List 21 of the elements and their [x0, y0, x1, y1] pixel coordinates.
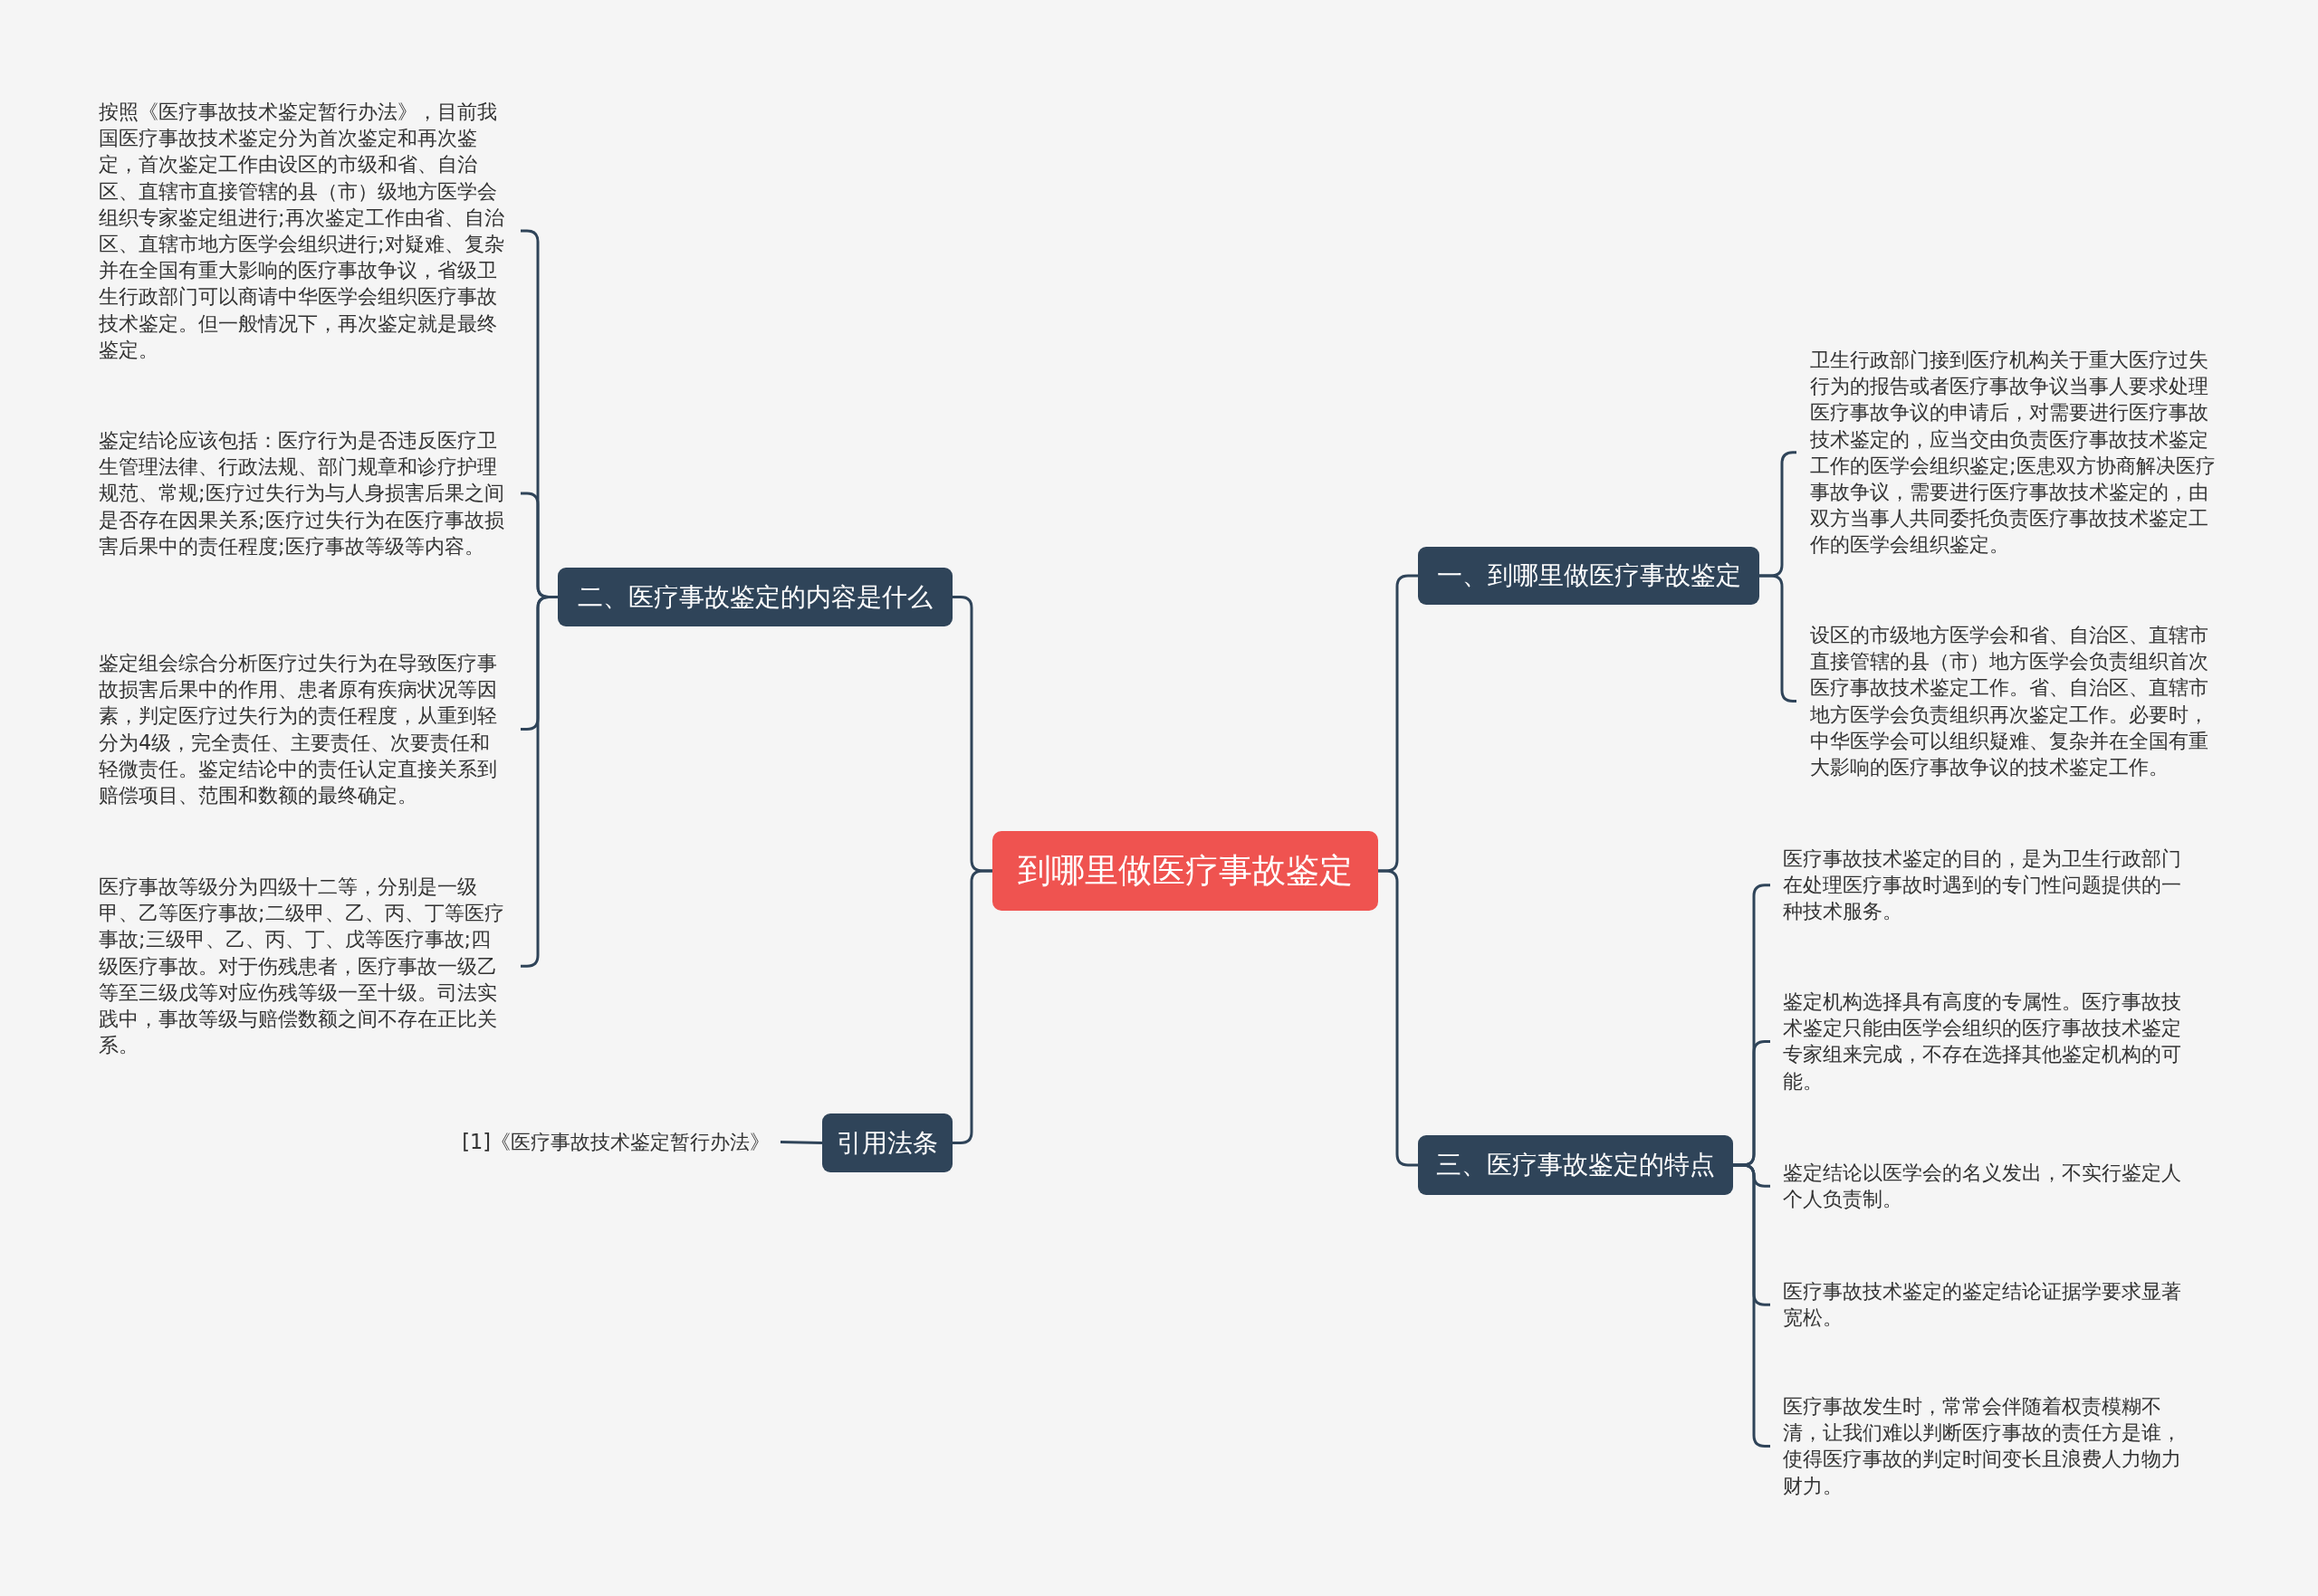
connector [521, 596, 558, 968]
topic-text: 鉴定结论以医学会的名义发出，不实行鉴定人个人负责制。 [1770, 1160, 2198, 1213]
connector [1378, 869, 1418, 1167]
topic-text: 鉴定结论应该包括：医疗行为是否违反医疗卫生管理法律、行政法规、部门规章和诊疗护理规范、常规;医疗过失行为与人身损害后果之间是否存在因果关系;医疗过失行为在医疗事故损害后果中的责任程度;医疗事故等级等内容。 [99, 427, 521, 559]
branch-topic: 引用法条 [822, 1113, 953, 1172]
branch-topic: 一、到哪里做医疗事故鉴定 [1418, 547, 1759, 605]
central-topic: 到哪里做医疗事故鉴定 [992, 831, 1378, 911]
topic-text: 按照《医疗事故技术鉴定暂行办法》，目前我国医疗事故技术鉴定分为首次鉴定和再次鉴定，首次鉴定工作由设区的市级和省、自治区、直辖市直接管辖的县（市）级地方医学会组织专家鉴定组进行;再次鉴定工作由省、自治区、直辖市地方医学会组织进行;对疑难、复杂并在全国有重大影响的医疗事故争议，省级卫生行政部门可以商请中华医学会组织医疗事故技术鉴定。但一般情况下，再次鉴定就是最终鉴定。 [99, 99, 521, 364]
branch-topic: 二、医疗事故鉴定的内容是什么 [558, 568, 953, 626]
connector [953, 869, 992, 1144]
topic-text: 设区的市级地方医学会和省、自治区、直辖市直接管辖的县（市）地方医学会负责组织首次医疗事故技术鉴定工作。省、自治区、直辖市地方医学会负责组织再次鉴定工作。必要时，中华医学会可以组织疑难、复杂并在全国有重大影响的医疗事故争议的技术鉴定工作。 [1796, 622, 2224, 781]
topic-text: 医疗事故技术鉴定的目的，是为卫生行政部门在处理医疗事故时遇到的专门性问题提供的一种技术服务。 [1770, 846, 2198, 925]
topic-text: 鉴定组会综合分析医疗过失行为在导致医疗事故损害后果中的作用、患者原有疾病状况等因素，判定医疗过失行为的责任程度，从重到轻分为4级，完全责任、主要责任、次要责任和轻微责任。鉴定结论中的责任认定直接关系到赔偿项目、范围和数额的最终确定。 [99, 650, 521, 809]
topic-text: 鉴定机构选择具有高度的专属性。医疗事故技术鉴定只能由医学会组织的医疗事故技术鉴定专家组来完成，不存在选择其他鉴定机构的可能。 [1770, 989, 2198, 1094]
topic-text: 医疗事故发生时，常常会伴随着权责模糊不清，让我们难以判断医疗事故的责任方是谁，使得医疗事故的判定时间变长且浪费人力物力财力。 [1770, 1393, 2198, 1499]
reference-text: [1]《医疗事故技术鉴定暂行办法》 [444, 1129, 781, 1156]
topic-text: 医疗事故等级分为四级十二等，分别是一级甲、乙等医疗事故;二级甲、乙、丙、丁等医疗事故;三级甲、乙、丙、丁、戊等医疗事故;四级医疗事故。对于伤残患者，医疗事故一级乙等至三级戊等对应伤残等级一至十级。司法实践中，事故等级与赔偿数额之间不存在正比关系。 [99, 874, 521, 1059]
connector [780, 1141, 823, 1144]
topic-text: 医疗事故技术鉴定的鉴定结论证据学要求显著宽松。 [1770, 1278, 2198, 1332]
topic-text: 卫生行政部门接到医疗机构关于重大医疗过失行为的报告或者医疗事故争议当事人要求处理医疗事故争议的申请后，对需要进行医疗事故技术鉴定的，应当交由负责医疗事故技术鉴定工作的医学会组织鉴定;医患双方协商解决医疗事故争议，需要进行医疗事故技术鉴定的，由双方当事人共同委托负责医疗事故技术鉴定工作的医学会组织鉴定。 [1796, 347, 2224, 559]
branch-topic: 三、医疗事故鉴定的特点 [1418, 1135, 1733, 1195]
